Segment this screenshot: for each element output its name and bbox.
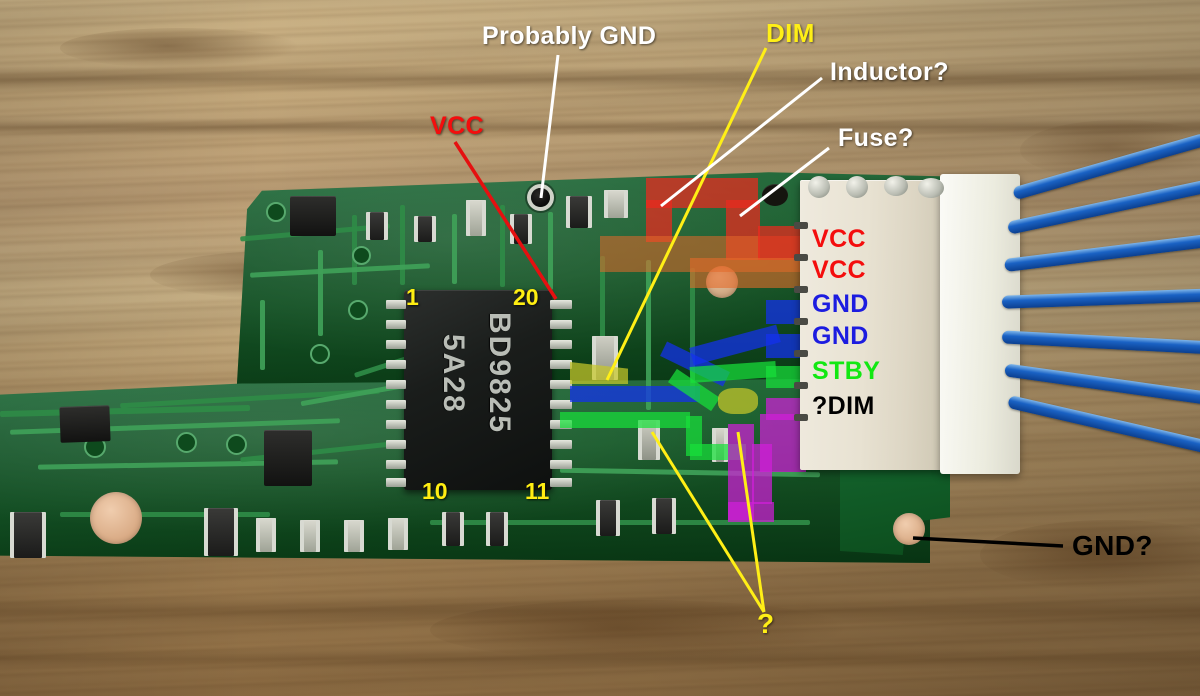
ic-pin bbox=[386, 380, 406, 389]
smd-resistor bbox=[442, 512, 464, 546]
smd-resistor bbox=[388, 518, 408, 550]
smd-resistor bbox=[414, 216, 436, 242]
pcb-trace bbox=[318, 250, 323, 336]
net-highlight-gnd bbox=[570, 386, 700, 402]
smd-resistor bbox=[344, 520, 364, 552]
ic-pin bbox=[386, 420, 406, 429]
ic-pin bbox=[550, 340, 572, 349]
smd-resistor bbox=[566, 196, 592, 228]
ic-pin bbox=[550, 320, 572, 329]
net-highlight-dim bbox=[728, 502, 774, 522]
pcb-trace bbox=[400, 205, 405, 285]
smd-resistor-labeled bbox=[10, 512, 46, 558]
ic-pin bbox=[386, 440, 406, 449]
connector-housing-outer bbox=[940, 174, 1020, 474]
smd-resistor bbox=[300, 520, 320, 552]
ic-pin bbox=[386, 460, 406, 469]
net-highlight-vcc bbox=[690, 258, 800, 288]
connector-pin-label-5: STBY bbox=[812, 357, 881, 385]
ic-pin bbox=[550, 300, 572, 309]
connector-pin bbox=[794, 414, 808, 421]
ic-pin-number-11: 11 bbox=[525, 478, 550, 504]
connector-pin bbox=[794, 254, 808, 261]
connector-pin-label-6: ?DIM bbox=[812, 392, 875, 420]
pcb-via bbox=[266, 202, 286, 222]
label-dim: DIM bbox=[766, 18, 815, 48]
label-inductor: Inductor? bbox=[830, 58, 949, 86]
pcb-trace bbox=[548, 212, 553, 290]
ic-pin bbox=[386, 320, 406, 329]
label-gnd-hole: GND? bbox=[1072, 530, 1153, 561]
smd-resistor bbox=[366, 212, 388, 240]
net-highlight-unknown bbox=[718, 388, 758, 414]
smd-resistor bbox=[510, 214, 532, 244]
solder-pad bbox=[918, 178, 944, 198]
ic-pin bbox=[550, 360, 572, 369]
solder-pad bbox=[808, 176, 830, 198]
ic-pin bbox=[386, 300, 406, 309]
pcb-trace bbox=[500, 205, 505, 287]
ic-part-number-line1: BD9825 bbox=[483, 312, 516, 435]
smd-resistor bbox=[486, 512, 508, 546]
smd-capacitor bbox=[604, 190, 628, 218]
ic-pin bbox=[386, 360, 406, 369]
pcb-trace bbox=[600, 256, 605, 376]
smd-resistor bbox=[652, 498, 676, 534]
smd-resistor bbox=[256, 518, 276, 552]
pcb-trace bbox=[430, 520, 810, 525]
label-vcc-ic: VCC bbox=[430, 112, 484, 140]
smd-transistor bbox=[59, 405, 111, 443]
net-highlight-dim bbox=[752, 444, 772, 504]
label-fuse: Fuse? bbox=[838, 124, 914, 152]
pcb-via bbox=[352, 246, 371, 265]
ic-bd9825: BD9825 5A28 bbox=[404, 290, 552, 490]
label-probably-gnd: Probably GND bbox=[482, 22, 657, 50]
pcb-trace bbox=[452, 214, 457, 284]
solder-pad bbox=[884, 176, 908, 196]
ic-pin bbox=[386, 400, 406, 409]
smd-capacitor bbox=[466, 200, 486, 236]
ic-pin-number-20: 20 bbox=[513, 284, 539, 310]
connector-pin-label-4: GND bbox=[812, 322, 869, 350]
pcb-trace bbox=[260, 300, 265, 370]
smd-ic-small bbox=[264, 430, 312, 486]
ic-pin bbox=[386, 478, 406, 487]
ic-pin bbox=[550, 460, 572, 469]
pcb-via bbox=[348, 300, 368, 320]
pcb-via bbox=[226, 434, 247, 455]
ic-pin-number-10: 10 bbox=[422, 478, 448, 504]
ic-pin bbox=[550, 440, 572, 449]
solder-pad bbox=[846, 176, 868, 198]
connector-pin bbox=[794, 222, 808, 229]
connector-pin bbox=[794, 350, 808, 357]
smd-capacitor bbox=[204, 508, 238, 556]
ic-pin bbox=[550, 380, 572, 389]
smd-diode bbox=[762, 184, 788, 206]
mounting-hole-left bbox=[90, 492, 142, 544]
smd-transistor bbox=[290, 196, 336, 236]
net-highlight-stby bbox=[560, 412, 690, 428]
connector-pin-label-2: VCC bbox=[812, 256, 866, 284]
connector-pin bbox=[794, 286, 808, 293]
label-unknown: ? bbox=[757, 608, 775, 639]
pcb-trace bbox=[60, 512, 270, 517]
white-connector-body bbox=[794, 180, 942, 470]
ic-pin bbox=[550, 478, 572, 487]
smd-resistor bbox=[596, 500, 620, 536]
pcb-via bbox=[310, 344, 330, 364]
ic-part-number-line2: 5A28 bbox=[437, 334, 470, 414]
mounting-hole-right bbox=[893, 513, 925, 545]
ic-pin-number-1: 1 bbox=[406, 284, 419, 310]
connector-pin-label-1: VCC bbox=[812, 225, 866, 253]
connector-pin-label-3: GND bbox=[812, 290, 869, 318]
connector-pin bbox=[794, 382, 808, 389]
pcb-via bbox=[176, 432, 197, 453]
mounting-hole-top bbox=[531, 188, 550, 207]
connector-pin bbox=[794, 318, 808, 325]
ic-pin bbox=[550, 400, 572, 409]
ic-pin bbox=[386, 340, 406, 349]
